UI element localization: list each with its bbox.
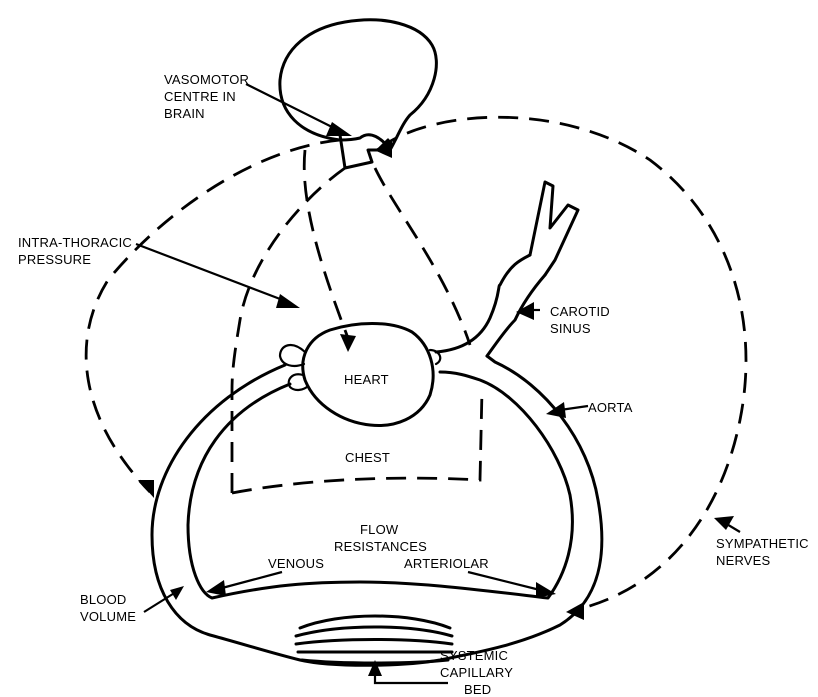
nerve-left-outer bbox=[86, 140, 340, 492]
label-aorta: AORTA bbox=[588, 400, 633, 415]
carotid-branch-left bbox=[530, 182, 578, 275]
arrow-intrathoracic bbox=[136, 244, 300, 308]
carotid-outer bbox=[487, 275, 545, 356]
capillary-bed bbox=[296, 616, 452, 663]
label-venous: VENOUS bbox=[268, 556, 324, 571]
vessel-outer bbox=[152, 356, 602, 665]
label-flow-resistances: FLOW RESISTANCES bbox=[334, 522, 427, 554]
chest-outline bbox=[232, 390, 482, 493]
left-atrium bbox=[280, 345, 305, 366]
nerve-right-outer bbox=[380, 117, 746, 610]
nerve-to-aorta-side bbox=[375, 168, 470, 345]
arrow-blood-volume bbox=[144, 586, 184, 612]
arrow-sympathetic bbox=[714, 516, 740, 532]
label-chest: CHEST bbox=[345, 450, 390, 465]
label-intrathoracic: INTRA-THORACIC PRESSURE bbox=[18, 235, 136, 267]
nerve-to-heart bbox=[304, 150, 348, 338]
label-blood-volume: BLOOD VOLUME bbox=[80, 592, 136, 624]
arrow-carotid-sinus bbox=[516, 302, 540, 320]
label-arteriolar: ARTERIOLAR bbox=[404, 556, 489, 571]
aortic-arch bbox=[436, 255, 530, 352]
label-carotid: CAROTID SINUS bbox=[550, 304, 614, 336]
arrow-heart-top bbox=[340, 334, 356, 352]
label-vasomotor: VASOMOTOR CENTRE IN BRAIN bbox=[164, 72, 253, 121]
label-heart: HEART bbox=[344, 372, 389, 387]
vessel-inner bbox=[188, 372, 572, 598]
label-systemic-capillary-bed: SYSTEMIC CAPILLARY BED bbox=[440, 648, 517, 697]
label-sympathetic: SYMPATHETIC NERVES bbox=[716, 536, 813, 568]
arrow-vasomotor bbox=[246, 84, 352, 136]
